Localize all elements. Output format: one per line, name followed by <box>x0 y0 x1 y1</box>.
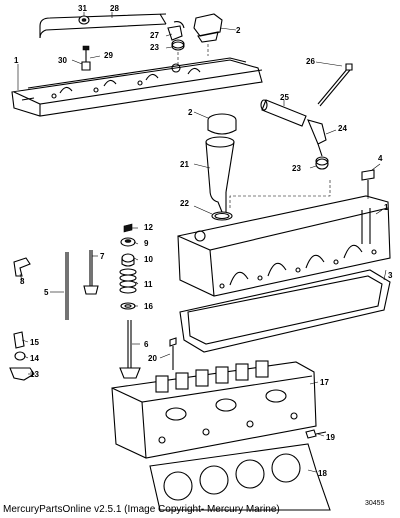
callout-24: 24 <box>338 124 347 133</box>
callout-19: 19 <box>326 433 335 442</box>
grommet-top[interactable] <box>78 15 90 25</box>
grommet-mid[interactable] <box>315 156 329 170</box>
callout-1-top: 1 <box>14 56 19 65</box>
callout-13: 13 <box>30 370 39 379</box>
callout-26: 26 <box>306 57 315 66</box>
o-ring[interactable] <box>211 211 233 221</box>
rocker-stud[interactable] <box>13 331 25 349</box>
callout-11: 11 <box>144 280 153 289</box>
valve-retainer[interactable] <box>120 237 136 247</box>
callout-10: 10 <box>144 255 153 264</box>
callout-4: 4 <box>378 154 383 163</box>
elbow-fitting-top[interactable] <box>167 21 185 41</box>
pivot-ball[interactable] <box>14 351 26 361</box>
cylinder-head[interactable] <box>111 360 317 459</box>
callout-2-mid: 2 <box>188 108 193 117</box>
callout-25: 25 <box>280 93 289 102</box>
callout-18: 18 <box>318 469 327 478</box>
valve-cover-right[interactable] <box>177 195 391 297</box>
oil-fill-tube[interactable] <box>205 136 235 213</box>
callout-12: 12 <box>144 223 153 232</box>
breather-tube-mid[interactable] <box>260 99 307 127</box>
rocker-row <box>155 360 269 393</box>
drawing-number: 30455 <box>365 500 385 507</box>
callout-27: 27 <box>150 31 159 40</box>
valve-cover-gasket[interactable] <box>179 269 391 353</box>
copyright-footer: MercuryPartsOnline v2.5.1 (Image Copyrig… <box>3 504 280 515</box>
callout-23-top: 23 <box>150 43 159 52</box>
pcv-elbow[interactable] <box>307 119 327 157</box>
head-bolt[interactable] <box>169 337 177 370</box>
callout-15: 15 <box>30 338 39 347</box>
callout-17: 17 <box>320 378 329 387</box>
callout-21: 21 <box>180 160 189 169</box>
callout-14: 14 <box>30 354 39 363</box>
valve-cover-left[interactable] <box>11 57 263 117</box>
callout-31: 31 <box>78 4 87 13</box>
callout-30: 30 <box>58 56 67 65</box>
callout-16: 16 <box>144 302 153 311</box>
rocker-arm[interactable] <box>9 367 35 381</box>
callout-9: 9 <box>144 239 149 248</box>
head-gasket[interactable] <box>149 443 331 511</box>
valve-seal[interactable] <box>121 253 135 267</box>
rocker-arm-guide[interactable] <box>13 257 31 277</box>
oil-fill-cap-mid[interactable] <box>207 113 237 135</box>
callout-7: 7 <box>100 252 105 261</box>
callout-1-right: 1 <box>384 203 389 212</box>
exhaust-valve[interactable] <box>83 250 99 295</box>
intake-valve[interactable] <box>119 320 141 379</box>
callout-6: 6 <box>144 340 149 349</box>
valve-cover-bolt[interactable] <box>361 169 375 196</box>
valve-spring[interactable] <box>119 268 137 294</box>
oil-fill-cap-top[interactable] <box>193 13 223 43</box>
stud-and-nut-top[interactable] <box>81 45 91 71</box>
callout-2-top: 2 <box>236 26 241 35</box>
head-small-bolt[interactable] <box>305 429 327 439</box>
push-rod[interactable] <box>65 252 69 320</box>
callout-5: 5 <box>44 288 49 297</box>
valve-keepers[interactable] <box>123 223 133 233</box>
spring-shim[interactable] <box>120 302 136 310</box>
callout-28: 28 <box>110 4 119 13</box>
callout-20: 20 <box>148 354 157 363</box>
callout-23-mid: 23 <box>292 164 301 173</box>
callout-8: 8 <box>20 277 25 286</box>
callout-22: 22 <box>180 199 189 208</box>
breather-tube-top[interactable] <box>39 13 167 39</box>
callout-labels: 31 28 27 2 23 29 30 1 26 25 2 24 21 23 4… <box>14 4 393 478</box>
leader-lines <box>17 12 387 473</box>
grommet-top-23[interactable] <box>171 39 185 51</box>
callout-29: 29 <box>104 51 113 60</box>
cable-tie[interactable] <box>317 63 353 107</box>
callout-3: 3 <box>388 271 393 280</box>
